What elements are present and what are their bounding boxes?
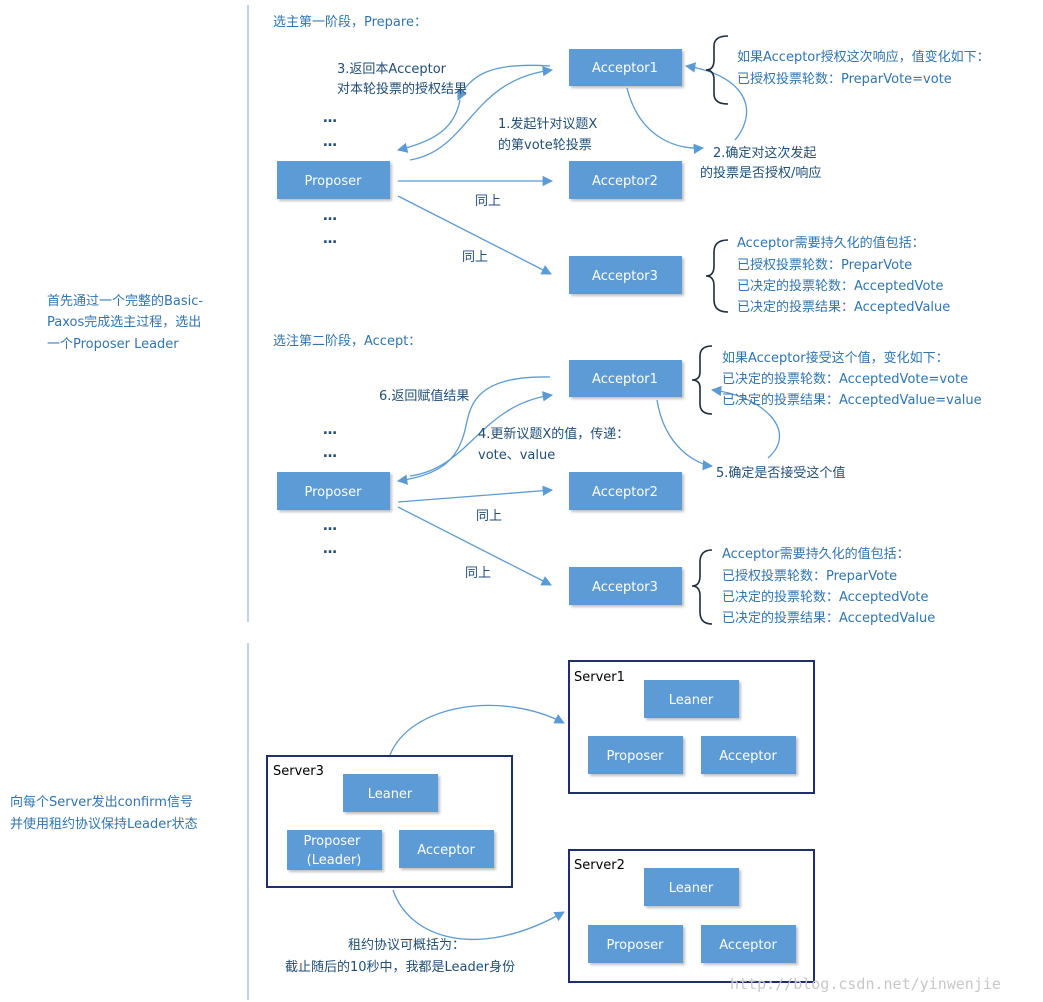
prepare-acceptor1-label: Acceptor1 xyxy=(592,61,658,76)
accept-proposer-label: Proposer xyxy=(305,485,363,500)
prepare-dots-2: … xyxy=(323,134,337,150)
server2-proposer-node: Proposer xyxy=(588,925,683,963)
server3-proposer-node: Proposer (Leader) xyxy=(287,830,382,870)
accept-brace-1 xyxy=(691,345,713,415)
server1-leaner-node: Leaner xyxy=(644,680,739,718)
server3-proposer-label: Proposer (Leader) xyxy=(303,834,364,868)
accept-step5: 5.确定是否接受这个值 xyxy=(716,465,845,481)
server2-leaner-node: Leaner xyxy=(644,868,739,906)
server2-label: Server2 xyxy=(574,858,625,873)
server1-acceptor-node: Acceptor xyxy=(701,736,796,774)
accept-dots-4: … xyxy=(323,541,337,557)
server3-leaner-node: Leaner xyxy=(343,774,438,812)
prepare-arrow-3b xyxy=(396,99,461,153)
prepare-step1: 1.发起针对议题X 的第vote轮投票 xyxy=(498,116,601,153)
prepare-arrow-1 xyxy=(409,65,554,161)
prepare-dots-4: … xyxy=(323,231,337,247)
accept-note-persist: Acceptor需要持久化的值包括： 已授权投票轮数：PreparVote 已决… xyxy=(722,546,935,626)
prepare-acceptor3-node: Acceptor3 xyxy=(569,256,682,294)
prepare-same-2: 同上 xyxy=(462,250,488,265)
prepare-dots-1: … xyxy=(323,110,337,126)
lease-note: 租约协议可概括为： 截止随后的10秒中，我都是Leader身份 xyxy=(285,938,515,975)
server3-leaner-label: Leaner xyxy=(368,787,413,802)
accept-dots-1: … xyxy=(323,422,337,438)
prepare-acceptor3-label: Acceptor3 xyxy=(592,269,658,284)
server3-label: Server3 xyxy=(273,764,324,779)
accept-acceptor2-label: Acceptor2 xyxy=(592,485,658,500)
prepare-arrow-2a xyxy=(626,87,705,154)
prepare-step3: 3.返回本Acceptor 对本轮投票的授权结果 xyxy=(337,62,467,97)
server2-proposer-label: Proposer xyxy=(607,938,665,953)
accept-acceptor1-label: Acceptor1 xyxy=(592,372,658,387)
server2-box xyxy=(568,849,815,983)
server3-box xyxy=(266,755,513,888)
server1-proposer-label: Proposer xyxy=(607,749,665,764)
server1-proposer-node: Proposer xyxy=(588,736,683,774)
prepare-brace-2 xyxy=(705,239,729,313)
server2-leaner-label: Leaner xyxy=(669,881,714,896)
accept-note-change: 如果Acceptor接受这个值，变化如下： 已决定的投票轮数：AcceptedV… xyxy=(722,350,982,408)
accept-acceptor2-node: Acceptor2 xyxy=(569,472,682,510)
confirm-arrow-server2 xyxy=(392,889,565,941)
accept-arrow-5a xyxy=(656,399,714,471)
prepare-acceptor2-label: Acceptor2 xyxy=(592,174,658,189)
watermark: http://blog.csdn.net/yinwenjie xyxy=(730,975,1001,993)
accept-title: 选注第二阶段，Accept： xyxy=(273,334,421,349)
accept-arrow-to-acceptor3 xyxy=(397,506,552,586)
accept-arrow-4 xyxy=(409,391,554,477)
prepare-dots-3: … xyxy=(323,208,337,224)
accept-acceptor1-node: Acceptor1 xyxy=(569,360,682,397)
accept-same-2: 同上 xyxy=(465,566,491,581)
server1-label: Server1 xyxy=(574,670,625,685)
confirm-note: 向每个Server发出confirm信号 并使用租约协议保持Leader状态 xyxy=(10,794,198,832)
prepare-acceptor2-node: Acceptor2 xyxy=(569,161,682,199)
accept-arrow-5b xyxy=(710,385,781,459)
prepare-arrow-2b xyxy=(684,62,748,141)
accept-brace-2 xyxy=(691,549,713,625)
accept-dots-2: … xyxy=(323,445,337,461)
prepare-step2: 2.确定对这次发起 的投票是否授权/响应 xyxy=(700,145,821,181)
accept-arrow-6 xyxy=(396,376,551,485)
accept-step4: 4.更新议题X的值，传递： vote、value xyxy=(478,426,633,463)
server2-acceptor-node: Acceptor xyxy=(701,925,796,963)
accept-step6: 6.返回赋值结果 xyxy=(379,388,469,404)
accept-arrow-to-acceptor2 xyxy=(397,485,554,503)
prepare-title: 选主第一阶段，Prepare： xyxy=(273,15,427,30)
accept-acceptor3-label: Acceptor3 xyxy=(592,580,658,595)
prepare-brace-1 xyxy=(705,35,729,105)
prepare-note-change: 如果Acceptor授权这次响应，值变化如下： 已授权投票轮数：PreparVo… xyxy=(737,49,994,87)
prepare-arrow-3a xyxy=(457,64,551,101)
accept-acceptor3-node: Acceptor3 xyxy=(569,567,682,605)
accept-dots-3: … xyxy=(323,518,337,534)
accept-proposer-node: Proposer xyxy=(277,472,390,510)
prepare-proposer-label: Proposer xyxy=(305,174,363,189)
prepare-same-1: 同上 xyxy=(475,194,501,209)
server1-leaner-label: Leaner xyxy=(669,693,714,708)
server3-acceptor-label: Acceptor xyxy=(417,843,475,858)
server2-acceptor-label: Acceptor xyxy=(719,938,777,953)
server3-acceptor-node: Acceptor xyxy=(399,830,494,868)
prepare-proposer-node: Proposer xyxy=(277,161,390,199)
prepare-arrow-to-acceptor3 xyxy=(397,195,552,275)
accept-same-1: 同上 xyxy=(476,509,502,524)
prepare-acceptor1-node: Acceptor1 xyxy=(569,49,682,86)
server1-acceptor-label: Acceptor xyxy=(719,749,777,764)
prepare-note-persist: Acceptor需要持久化的值包括： 已授权投票轮数：PreparVote 已决… xyxy=(737,235,950,315)
server1-box xyxy=(568,660,815,794)
confirm-arrow-server1 xyxy=(389,704,565,756)
phase-note: 首先通过一个完整的Basic- Paxos完成选主过程，选出 一个Propose… xyxy=(47,293,207,352)
